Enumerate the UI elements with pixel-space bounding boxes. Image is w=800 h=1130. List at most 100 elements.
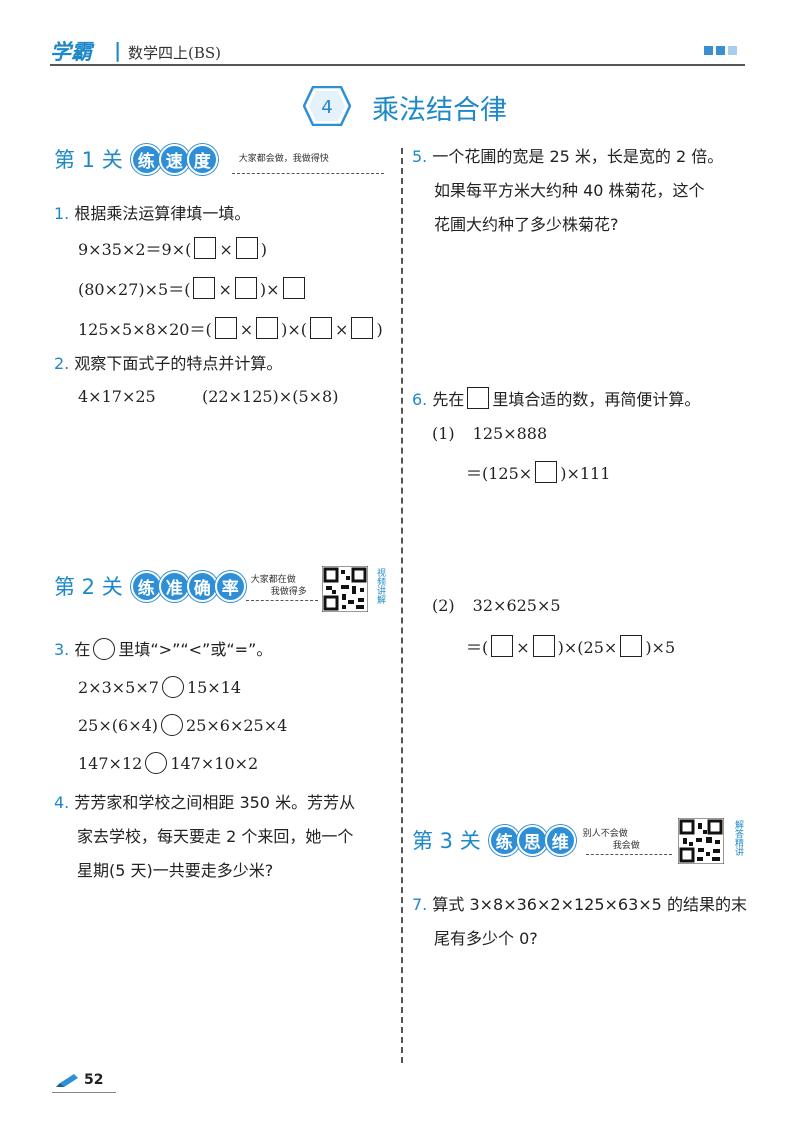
- section-2-header: 第 2 关 练 准 确 率 大家都在做 我做得多: [54, 568, 307, 604]
- section-2-arrow: [246, 600, 318, 601]
- expr-text: ＝(125×: [466, 464, 533, 483]
- badge-char: 确: [186, 570, 218, 602]
- expr-text: 32×625×5: [472, 596, 561, 615]
- circle-placeholder: [93, 638, 116, 660]
- expr-right: 25×6×25×4: [186, 716, 288, 735]
- expr-text: 125×888: [472, 424, 548, 443]
- compare-circle[interactable]: [161, 714, 184, 736]
- book-title: 数学四上(BS): [128, 44, 222, 62]
- expr-text: ＝(: [466, 638, 489, 657]
- question-text: 尾有多少个 0?: [434, 929, 538, 948]
- page-number: 52: [84, 1072, 104, 1088]
- badge-char: 率: [214, 570, 246, 602]
- q2-expr-1: 4×17×25: [78, 387, 156, 406]
- expr-text: ): [260, 240, 268, 259]
- expr-left: 25×(6×4): [78, 716, 159, 735]
- badge-char: 准: [158, 570, 190, 602]
- answer-box[interactable]: [532, 635, 555, 657]
- compare-circle[interactable]: [161, 676, 184, 698]
- question-text: 里填“>”“<”或“=”。: [118, 640, 273, 659]
- expr-left: 147×12: [78, 754, 143, 773]
- answer-box[interactable]: [194, 237, 217, 259]
- section-3-badges: 练 思 维: [488, 824, 576, 856]
- question-text: 在: [74, 640, 91, 659]
- section-1-header: 第 1 关 练 速 度 大家都会做，我做得快: [54, 141, 329, 177]
- brand-logo: 学霸: [50, 39, 92, 64]
- q1-line-3: 125×5×8×20＝( × )×( ×): [78, 316, 383, 340]
- answer-box[interactable]: [620, 635, 643, 657]
- question-text: 先在: [432, 390, 465, 409]
- section-3-arrow: [586, 854, 672, 855]
- q6-part-2-step: ＝(×)×(25×)×5: [466, 634, 675, 658]
- answer-box[interactable]: [193, 277, 216, 299]
- question-number: 1.: [54, 204, 70, 223]
- question-text: 如果每平方米大约种 40 株菊花，这个: [434, 181, 705, 200]
- answer-box[interactable]: [310, 317, 333, 339]
- question-7: 7. 算式 3×8×36×2×125×63×5 的结果的末 尾有多少个 0?: [412, 888, 757, 956]
- answer-box[interactable]: [234, 277, 257, 299]
- section-1-arrow: [232, 173, 384, 174]
- expr-right: 15×14: [186, 678, 242, 697]
- q3-item-2: 25×(6×4) 25×6×25×4: [78, 714, 287, 736]
- expr-text: ×: [335, 320, 349, 339]
- badge-char: 思: [516, 824, 548, 856]
- section-1-title: 第 1 关: [54, 148, 123, 172]
- q2-expr-2: (22×125)×(5×8): [202, 387, 339, 406]
- badge-char: 度: [186, 143, 218, 175]
- section-1-note: 大家都会做，我做得快: [238, 154, 329, 164]
- qr-code-icon[interactable]: [678, 818, 724, 864]
- badge-char: 速: [158, 143, 190, 175]
- answer-box[interactable]: [282, 277, 305, 299]
- question-text: 算式 3×8×36×2×125×63×5 的结果的末: [432, 895, 747, 914]
- question-text: 观察下面式子的特点并计算。: [74, 354, 283, 373]
- q1-line-2: (80×27)×5＝(×)×: [78, 276, 308, 300]
- question-3: 3. 在里填“>”“<”或“=”。: [54, 636, 272, 660]
- answer-box[interactable]: [351, 317, 374, 339]
- compare-circle[interactable]: [145, 752, 168, 774]
- expr-text: )×(25×: [557, 638, 618, 657]
- answer-box[interactable]: [214, 317, 237, 339]
- note-line: 我做得多: [270, 587, 307, 597]
- expr-text: ×: [516, 638, 530, 657]
- question-number: 7.: [412, 895, 428, 914]
- question-text: 一个花圃的宽是 25 米，长是宽的 2 倍。: [432, 147, 724, 166]
- q6-part-1-step: ＝(125×)×111: [466, 460, 610, 484]
- question-text: 家去学校，每天要走 2 个来回，她一个: [77, 827, 354, 846]
- badge-char: 练: [488, 824, 520, 856]
- question-number: 2.: [54, 354, 70, 373]
- answer-box[interactable]: [535, 461, 558, 483]
- badge-char: 练: [130, 143, 162, 175]
- expr-text: 125×5×8×20＝(: [78, 320, 212, 339]
- lesson-number-badge: 4: [303, 86, 351, 126]
- brand-separator: |: [114, 38, 122, 62]
- answer-box[interactable]: [256, 317, 279, 339]
- question-text: 根据乘法运算律填一填。: [74, 204, 251, 223]
- question-4: 4. 芳芳家和学校之间相距 350 米。芳芳从 家去学校，每天要走 2 个来回，…: [54, 786, 394, 888]
- expr-right: 147×10×2: [170, 754, 259, 773]
- q1-line-1: 9×35×2＝9×(×): [78, 236, 267, 260]
- question-number: 4.: [54, 793, 70, 812]
- qr-code-icon[interactable]: [322, 566, 368, 612]
- expr-text: ×: [219, 240, 233, 259]
- section-2-note: 大家都在做 我做得多: [251, 574, 307, 598]
- section-3-note: 别人不会做 我会做: [583, 828, 640, 852]
- expr-text: ×: [239, 320, 254, 339]
- badge-char: 维: [544, 824, 576, 856]
- qr-caption: 解答精讲: [733, 820, 743, 856]
- lesson-title: 乘法结合律: [372, 95, 507, 126]
- question-5: 5. 一个花圃的宽是 25 米，长是宽的 2 倍。 如果每平方米大约种 40 株…: [412, 140, 752, 242]
- section-2-title: 第 2 关: [54, 575, 123, 599]
- section-2-badges: 练 准 确 率: [130, 570, 246, 602]
- answer-box[interactable]: [235, 237, 258, 259]
- expr-text: ): [376, 320, 383, 339]
- part-label: (2): [432, 596, 455, 615]
- question-text: 星期(5 天)一共要走多少米?: [77, 861, 274, 880]
- q6-part-1: (1)125×888: [432, 424, 547, 443]
- question-text: 里填合适的数，再简便计算。: [492, 390, 701, 409]
- qr-caption: 视频讲解: [375, 568, 385, 604]
- expr-text: )×(: [281, 320, 308, 339]
- q3-item-3: 147×12 147×10×2: [78, 752, 258, 774]
- question-1: 1. 根据乘法运算律填一填。: [54, 200, 250, 224]
- answer-box[interactable]: [491, 635, 514, 657]
